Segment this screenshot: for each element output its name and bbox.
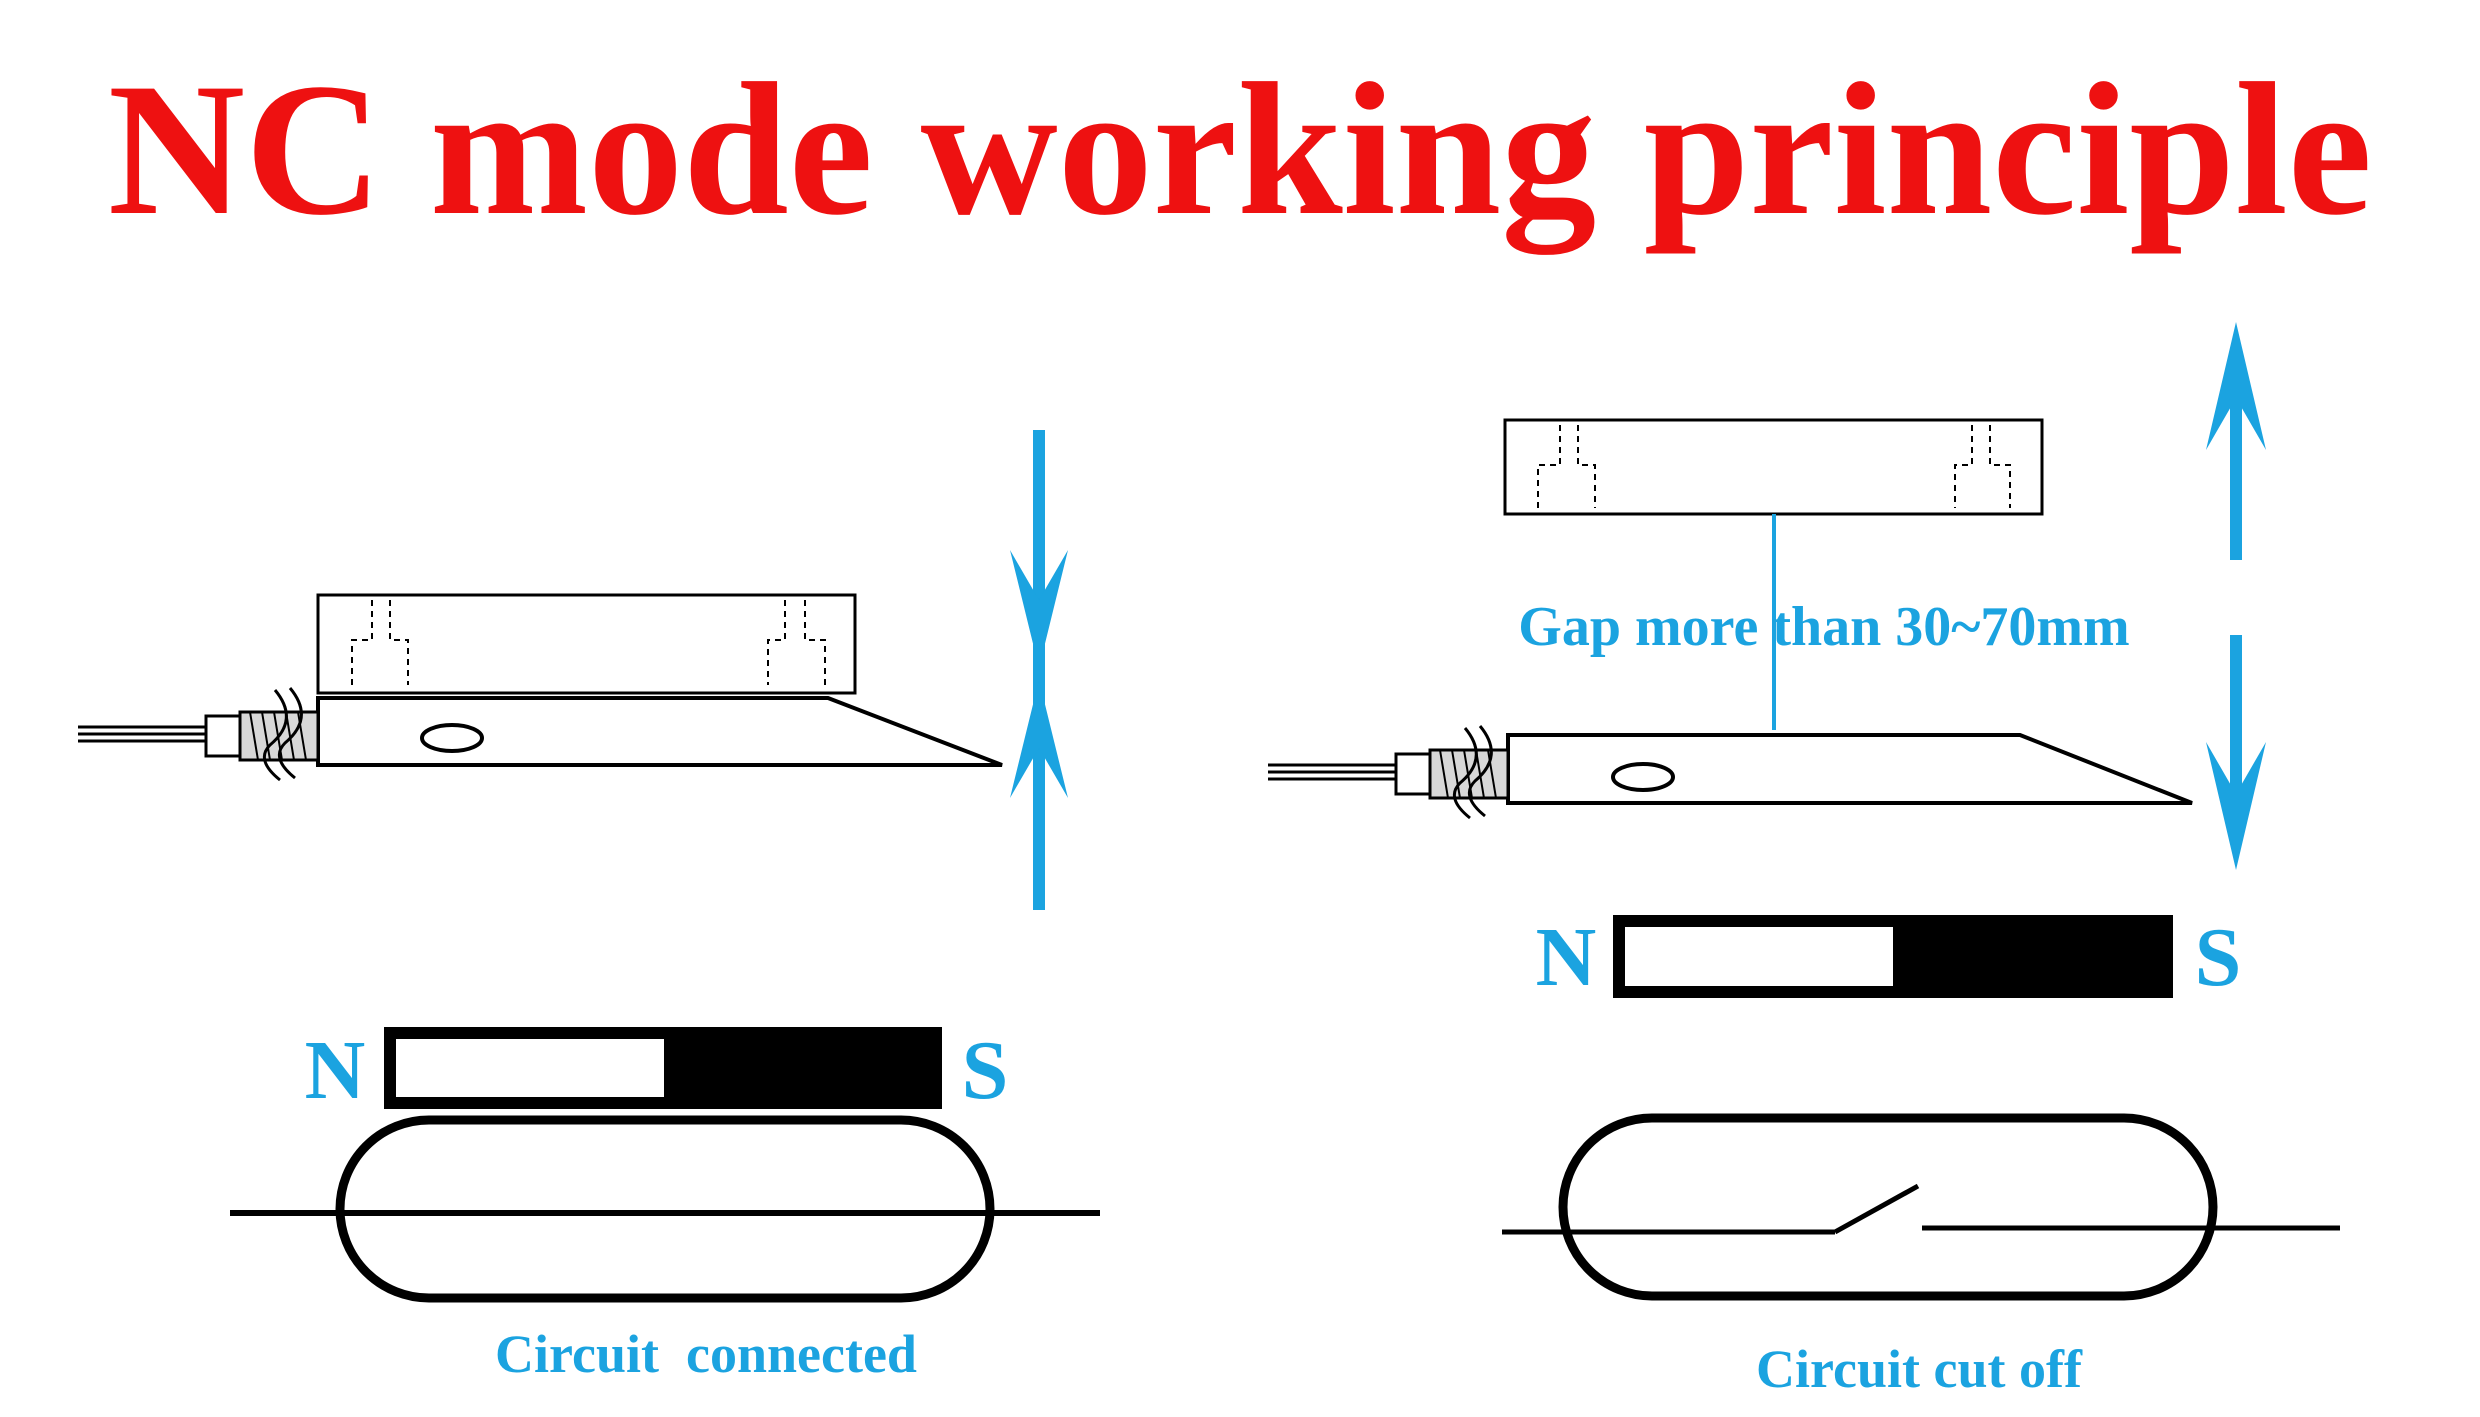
right-pole-s-label: S xyxy=(2195,911,2242,1004)
left-pole-s-label: S xyxy=(962,1024,1009,1117)
right-magnet-housing xyxy=(1503,418,2044,516)
left-bar-magnet xyxy=(384,1027,942,1109)
left-panel: N S Circuit connected xyxy=(78,430,1100,1384)
page-title: NC mode working principle xyxy=(107,45,2373,255)
right-caption: Circuit cut off xyxy=(1756,1339,2083,1399)
gap-label: Gap more than 30~70mm xyxy=(1518,596,2129,658)
left-sensor-cable xyxy=(78,687,320,782)
right-panel: Gap more than 30~70mm xyxy=(1268,322,2340,1399)
right-reed-switch-open xyxy=(1502,1113,2340,1301)
left-sensor-body xyxy=(316,696,1003,767)
right-pole-n-label: N xyxy=(1536,911,1597,1004)
left-magnet-housing xyxy=(316,593,857,695)
right-diverging-arrows xyxy=(2206,322,2266,870)
left-converging-arrows xyxy=(1010,430,1068,910)
left-pole-n-label: N xyxy=(305,1024,366,1117)
right-sensor-cable xyxy=(1268,725,1510,820)
left-caption: Circuit connected xyxy=(495,1324,917,1384)
right-bar-magnet xyxy=(1613,915,2173,998)
left-reed-switch-closed xyxy=(230,1115,1100,1303)
right-sensor-body xyxy=(1506,733,2193,805)
